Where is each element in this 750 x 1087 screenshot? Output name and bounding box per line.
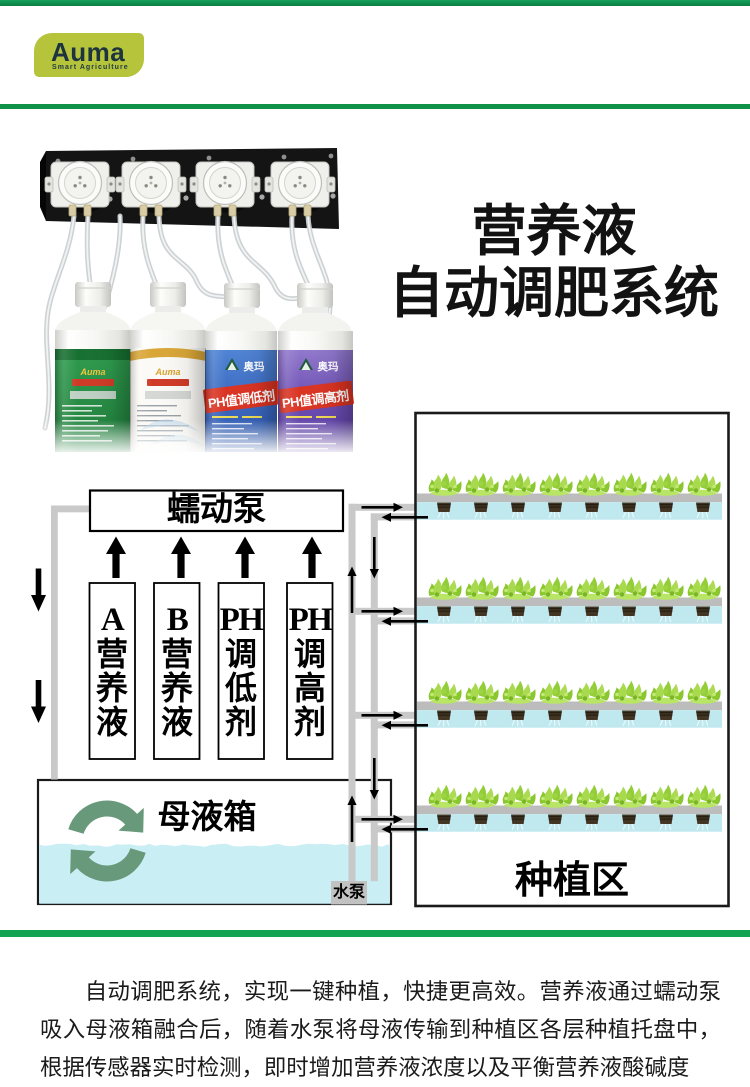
input-a-char-3: 液 [95,704,128,740]
pipe-supply-vertical [348,503,356,882]
pipe-supply-stub-3 [348,711,417,719]
pipe-supply-stub-2 [348,607,417,615]
pump-tubes [42,213,333,431]
input-phdown-char-0: PH [219,602,264,638]
pipe-return-vertical [370,513,378,882]
planting-zone-box [415,413,729,906]
input-label-ph-up: PH 调 高 剂 [287,583,333,759]
input-b-char-0: B [166,602,189,638]
pipe-left-vertical [51,505,58,780]
planting-zone-border [414,411,730,908]
bottle-ph-up-name: PH值调高剂 [281,388,350,411]
input-phdown-char-2: 低 [224,670,257,706]
pipe-supply-stub-1 [348,503,417,511]
flow-arrows-down [31,568,46,723]
input-b-char-3: 液 [160,704,193,740]
recycle-icon [68,800,146,882]
input-phdown-char-3: 剂 [224,704,257,740]
input-a-char-1: 营 [95,636,128,672]
water-pump-label: 水泵 [332,884,365,901]
input-phdown-char-1: 调 [224,636,257,672]
pump-1 [44,160,116,217]
description-paragraph: 自动调肥系统，实现一键种植，快捷更高效。营养液通过蠕动泵吸入母液箱融合后，随着水… [40,979,721,1080]
photo-bottom-fade [30,420,370,456]
planting-zone-label: 种植区 [514,860,629,902]
pipe-return-stub-3 [370,721,417,729]
bottle-a-brand: Auma [79,367,105,377]
brand-logo-text: Auma [51,37,126,67]
tank-label: 母液箱 [157,800,257,836]
peristaltic-pumps [115,160,336,217]
input-label-b: B 营 养 液 [154,583,200,759]
input-phup-char-0: PH [288,602,333,638]
bottle-cylinder-shading [55,348,353,454]
footer-divider-bar [0,929,750,937]
bottle-ph-down-brand: 奥玛 [244,360,265,373]
bottle-ph-down: 奥玛 PH值调低剂 [203,283,281,454]
input-label-ph-down: PH 调 低 剂 [218,583,264,759]
input-label-a: A 营 养 液 [89,583,135,759]
input-a-char-2: 养 [95,670,128,706]
flow-arrow-up-a [106,536,126,578]
bottle-b: Auma [130,282,206,454]
input-phup-char-1: 调 [293,636,326,672]
page-title-line1: 营养液 [471,200,637,262]
photo-bottom-mask [30,452,370,462]
brand-logo [34,33,144,77]
input-phup-char-2: 高 [293,670,326,706]
bottle-b-brand: Auma [154,367,180,377]
input-phup-char-3: 剂 [293,704,326,740]
bottle-ph-down-name: PH值调低剂 [207,388,276,411]
pipe-left-horizontal [51,505,90,513]
input-a-char-0: A [100,602,125,638]
header-divider-bar [0,103,750,109]
brand-logo-tagline: Smart Agriculture [52,63,129,71]
pipe-arrows [346,501,430,844]
pump-box-label: 蠕动泵 [167,492,266,528]
flow-arrows-up [171,536,322,578]
input-b-char-2: 养 [160,670,193,706]
page-title-line2: 自动调肥系统 [388,262,719,324]
pipe-return-stub-4 [370,825,417,833]
pump-mounting-plate [40,148,339,229]
page-title: 营养液 自动调肥系统 [371,200,737,324]
planting-shelves [417,473,722,832]
top-green-bar [0,0,750,6]
bottle-ph-up: 奥玛 PH值调高剂 [278,283,354,454]
input-b-char-1: 营 [160,636,193,672]
bottle-a: Auma [55,282,131,454]
pipe-return-stub-2 [370,617,417,625]
pipe-supply-stub-4 [348,815,417,823]
bottle-ph-up-brand: 奥玛 [318,360,339,373]
pipe-return-stub-1 [370,513,417,521]
